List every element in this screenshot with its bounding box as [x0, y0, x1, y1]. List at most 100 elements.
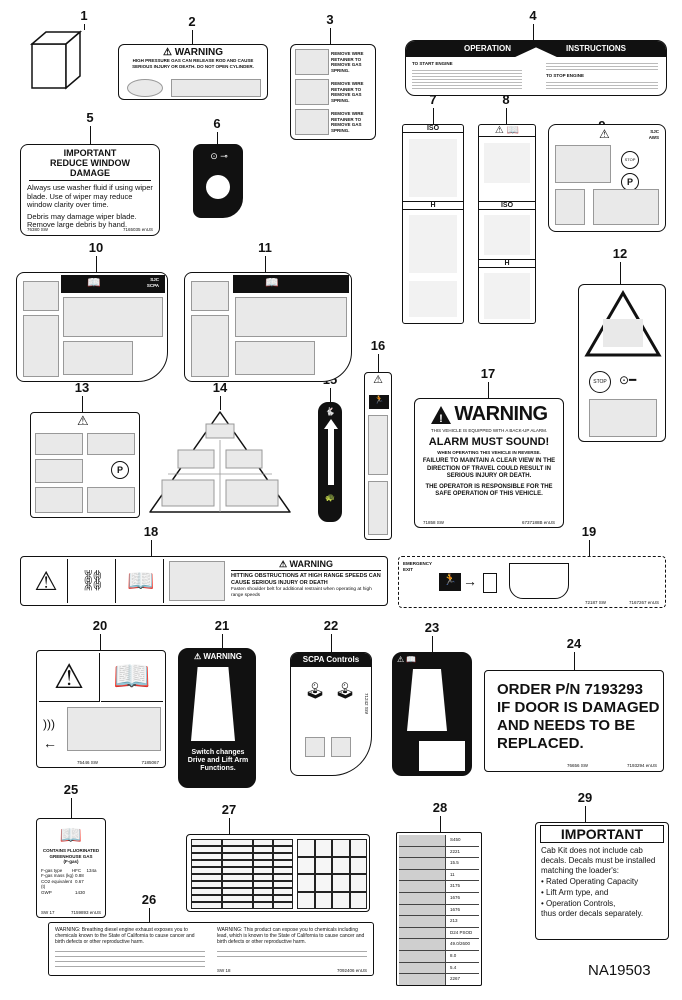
- decal-17-line-1: HITTING OBSTRUCTIONS AT HIGH RANGE SPEED…: [231, 573, 381, 586]
- decal-25-code-right: 7159893 enUS: [70, 909, 101, 915]
- decal-24-line-1: ORDER P/N 7193293: [497, 681, 643, 698]
- warning-triangle-icon: ⚠: [193, 652, 202, 661]
- fuse-cell: [314, 874, 332, 892]
- fuse-cell: [349, 839, 367, 857]
- callout-number: 14: [212, 380, 228, 395]
- callout-leader-line: [84, 24, 85, 30]
- decal-19-code-right: 7185067: [141, 759, 159, 765]
- callout-number: 22: [323, 618, 339, 633]
- decal-13-warning: ⚠ P: [30, 412, 140, 518]
- callout-leader-line: [96, 256, 97, 272]
- callout-leader-line: [533, 24, 534, 40]
- callout-number: 20: [92, 618, 108, 633]
- bucket-pictogram: [409, 281, 457, 317]
- decal-24-code-right: 7193294 enUS: [626, 762, 657, 768]
- callout-number: 28: [432, 800, 448, 815]
- fuse-cell: [191, 860, 222, 867]
- exit-icon: 🏃: [369, 395, 389, 409]
- decal-5-title-1: IMPORTANT: [63, 148, 117, 158]
- decal-5-paragraph-2: Debris may damage wiper blade. Remove la…: [27, 211, 137, 229]
- callout-leader-line: [378, 354, 379, 372]
- fuse-cell: [253, 839, 273, 846]
- seat-bar-pictogram: [484, 143, 530, 183]
- warning-triangle-icon: ⚠: [278, 559, 288, 569]
- h-joystick-pictogram: [484, 273, 530, 319]
- spec-row: D24 PSOD: [399, 927, 479, 940]
- spec-row: 1676: [399, 892, 479, 905]
- callout-leader-line: [265, 256, 266, 272]
- seat-belt-pictogram: [555, 189, 585, 225]
- exit-pictogram: [593, 189, 659, 225]
- fgas-row: CO2 equivalent (t)0.67: [41, 878, 84, 890]
- callout-number: 27: [221, 802, 237, 817]
- decal-25-line-2: GREENHOUSE GAS: [49, 853, 93, 859]
- callout-leader-line: [149, 908, 150, 922]
- fuse-cell: [332, 891, 350, 909]
- decal-10-code-2: SCPA: [146, 283, 159, 288]
- decal-17-line-2: Fasten shoulder belt for additional rest…: [231, 587, 372, 598]
- decal-29-cab-kit-notice: IMPORTANT Cab Kit does not include cab d…: [535, 822, 669, 940]
- decal-3-line-2: REMOVE WIRE RETAINER TO REMOVE GAS SPRIN…: [331, 81, 364, 103]
- fuse-cell: [253, 881, 273, 888]
- gas-spring-pictogram: [127, 79, 163, 97]
- callout-number: 25: [63, 782, 79, 797]
- ignition-slot-icon: [206, 175, 230, 199]
- callout-number: 2: [188, 14, 196, 29]
- decal-20-title: WARNING: [203, 652, 243, 661]
- callout-leader-line: [222, 634, 223, 648]
- spec-row: 15.5: [399, 858, 479, 870]
- callout-number: 10: [88, 240, 104, 255]
- decal-8-iso-h-controls: ⚠ 📖 ISO H: [478, 124, 536, 324]
- manual-book-icon: 📖: [265, 277, 279, 289]
- decal-16-exit: ⚠ 🏃: [364, 372, 392, 540]
- decal-18-line-4: FAILURE TO MAINTAIN A CLEAR VIEW IN THE …: [422, 458, 556, 479]
- fuse-cell: [222, 867, 253, 874]
- decal-21-code: 71242 SW: [364, 693, 369, 715]
- fuse-cell: [297, 874, 315, 892]
- callout-number: 26: [141, 892, 157, 907]
- callout-leader-line: [71, 798, 72, 818]
- retainer-pictogram-3: [295, 109, 329, 135]
- fuse-cell: [273, 853, 293, 860]
- decal-5-title-2: REDUCE WINDOW DAMAGE: [50, 158, 130, 178]
- fuse-cell: [222, 902, 253, 909]
- callout-number: 1: [80, 8, 88, 23]
- manual-book-icon: 📖: [101, 653, 163, 702]
- pedal-left-pictogram: [305, 737, 325, 757]
- window-pictogram: [509, 563, 569, 599]
- fuse-cell: [191, 846, 222, 853]
- seat-belt-icon: ⛓: [71, 559, 116, 603]
- decal-18-code-left: 71858 SW: [423, 519, 445, 525]
- decal-2-text: HIGH PRESSURE GAS CAN RELEASE ROD AND CA…: [132, 58, 254, 69]
- decal-21-scpa-controls: SCPA Controls 🕹 🕹 71242 SW: [290, 652, 372, 776]
- decal-5-paragraph-1: Always use washer fluid if using wiper b…: [27, 183, 153, 209]
- decal-26-code-right: 7092406 enUS: [336, 967, 367, 973]
- decal-9-sjc-aws: ⚠ SJC AWS STOP P: [548, 124, 666, 232]
- callout-number: 3: [326, 12, 334, 27]
- decal-24-order-door: ORDER P/N 7193293 IF DOOR IS DAMAGED AND…: [484, 670, 664, 772]
- decal-4-stop: TO STOP ENGINE: [546, 73, 585, 78]
- levers-pictogram: [63, 341, 133, 375]
- warning-triangle-icon: ⚠ 📖: [397, 655, 417, 664]
- svg-text:!: !: [440, 413, 444, 425]
- callout-leader-line: [100, 634, 101, 650]
- operator-pictogram: [191, 315, 229, 377]
- decal-7-iso-h-controls: ISO H: [402, 124, 464, 324]
- door-pictogram: [483, 573, 497, 593]
- warning-triangle-icon: !: [431, 405, 452, 425]
- decal-18-line-2: ALARM MUST SOUND!: [428, 435, 550, 448]
- decal-4-right-title: INSTRUCTIONS: [566, 44, 626, 53]
- decal-29-bullet-1: • Rated Operating Capacity: [541, 877, 639, 886]
- fuse-cell: [253, 874, 273, 881]
- callout-leader-line: [229, 818, 230, 834]
- decal-19-backup-warning: ⚠ 📖 ))) ← 75446 SW 7185067: [36, 650, 166, 768]
- decal-9-code-1: SJC: [650, 129, 659, 134]
- decal-3-line-3: REMOVE WIRE RETAINER TO REMOVE GAS SPRIN…: [331, 111, 364, 133]
- fuse-cell: [191, 853, 222, 860]
- decal-18-code-right: 6737188B enUS: [521, 519, 555, 525]
- decal-26-right-text: WARNING: This product can expose you to …: [217, 927, 365, 945]
- fuse-cell: [191, 902, 222, 909]
